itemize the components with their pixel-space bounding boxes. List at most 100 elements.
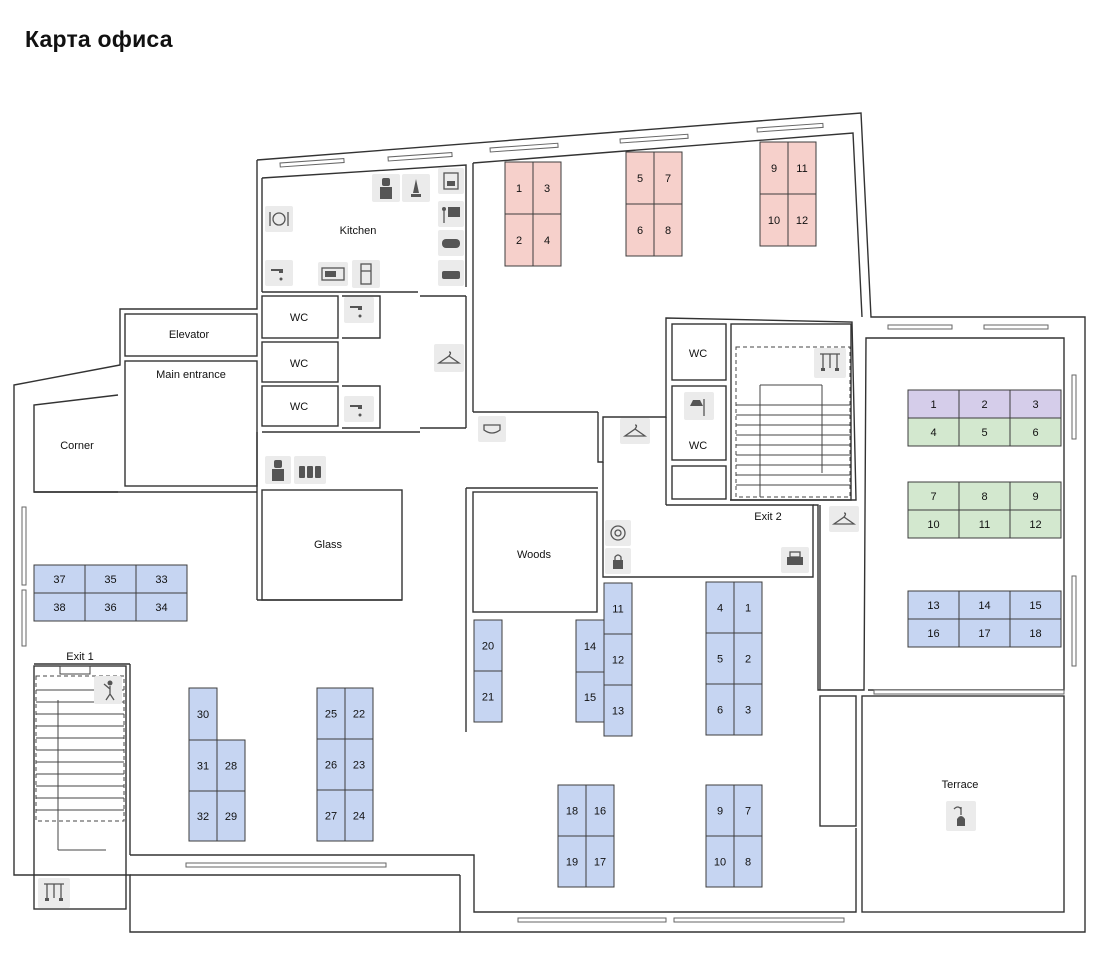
desk-surface[interactable] xyxy=(759,193,789,247)
desk[interactable]: 18 xyxy=(557,784,587,837)
desk-surface[interactable] xyxy=(603,684,633,737)
desk[interactable]: 16 xyxy=(585,784,615,837)
desk-surface[interactable] xyxy=(907,389,960,419)
desk[interactable]: 3 xyxy=(733,683,763,736)
desk[interactable]: 7 xyxy=(653,151,683,205)
desk[interactable]: 27 xyxy=(316,789,346,842)
desk[interactable]: 10 xyxy=(759,193,789,247)
desk-surface[interactable] xyxy=(216,790,246,842)
desk-surface[interactable] xyxy=(1009,481,1062,511)
desk[interactable]: 37 xyxy=(33,564,86,594)
desk[interactable]: 9 xyxy=(705,784,735,837)
desk[interactable]: 35 xyxy=(84,564,137,594)
desk-surface[interactable] xyxy=(733,581,763,634)
desk[interactable]: 12 xyxy=(603,633,633,686)
desk[interactable]: 1 xyxy=(733,581,763,634)
desk[interactable]: 9 xyxy=(759,141,789,195)
desk-surface[interactable] xyxy=(473,670,503,723)
desk-surface[interactable] xyxy=(532,161,562,215)
desk-surface[interactable] xyxy=(585,784,615,837)
desk[interactable]: 15 xyxy=(575,671,605,723)
desk-surface[interactable] xyxy=(188,687,218,741)
desk-surface[interactable] xyxy=(1009,618,1062,648)
desk-surface[interactable] xyxy=(473,619,503,672)
desk-surface[interactable] xyxy=(907,509,960,539)
desk[interactable]: 2 xyxy=(733,632,763,685)
desk[interactable]: 3 xyxy=(1009,389,1062,419)
desk-surface[interactable] xyxy=(787,193,817,247)
desk-surface[interactable] xyxy=(733,683,763,736)
desk[interactable]: 29 xyxy=(216,790,246,842)
desk[interactable]: 11 xyxy=(787,141,817,195)
desk-surface[interactable] xyxy=(759,141,789,195)
desk[interactable]: 17 xyxy=(585,835,615,888)
desk[interactable]: 2 xyxy=(958,389,1011,419)
desk[interactable]: 24 xyxy=(344,789,374,842)
desk[interactable]: 38 xyxy=(33,592,86,622)
desk-surface[interactable] xyxy=(705,835,735,888)
desk-surface[interactable] xyxy=(907,618,960,648)
desk[interactable]: 11 xyxy=(603,582,633,635)
desk[interactable]: 5 xyxy=(625,151,655,205)
desk[interactable]: 1 xyxy=(504,161,534,215)
desk-surface[interactable] xyxy=(84,592,137,622)
desk-surface[interactable] xyxy=(557,835,587,888)
desk[interactable]: 18 xyxy=(1009,618,1062,648)
desk-surface[interactable] xyxy=(733,784,763,837)
desk-surface[interactable] xyxy=(1009,389,1062,419)
desk-surface[interactable] xyxy=(344,789,374,842)
desk-surface[interactable] xyxy=(557,784,587,837)
desk[interactable]: 8 xyxy=(653,203,683,257)
desk-surface[interactable] xyxy=(188,790,218,842)
desk[interactable]: 12 xyxy=(1009,509,1062,539)
desk-surface[interactable] xyxy=(787,141,817,195)
desk-surface[interactable] xyxy=(316,738,346,791)
desk[interactable]: 36 xyxy=(84,592,137,622)
desk-surface[interactable] xyxy=(653,203,683,257)
desk[interactable]: 10 xyxy=(907,509,960,539)
desk-surface[interactable] xyxy=(907,481,960,511)
desk-surface[interactable] xyxy=(705,683,735,736)
desk[interactable]: 3 xyxy=(532,161,562,215)
desk-surface[interactable] xyxy=(188,739,218,792)
desk-surface[interactable] xyxy=(344,687,374,740)
desk[interactable]: 7 xyxy=(907,481,960,511)
desk-surface[interactable] xyxy=(733,835,763,888)
desk[interactable]: 17 xyxy=(958,618,1011,648)
desk-surface[interactable] xyxy=(958,509,1011,539)
desk[interactable]: 6 xyxy=(625,203,655,257)
desk-surface[interactable] xyxy=(625,203,655,257)
desk[interactable]: 33 xyxy=(135,564,188,594)
desk-surface[interactable] xyxy=(958,417,1011,447)
desk[interactable]: 34 xyxy=(135,592,188,622)
desk[interactable]: 30 xyxy=(188,687,218,741)
desk[interactable]: 1 xyxy=(907,389,960,419)
desk[interactable]: 20 xyxy=(473,619,503,672)
desk[interactable]: 12 xyxy=(787,193,817,247)
desk-surface[interactable] xyxy=(958,590,1011,620)
desk[interactable]: 26 xyxy=(316,738,346,791)
desk[interactable]: 10 xyxy=(705,835,735,888)
desk[interactable]: 7 xyxy=(733,784,763,837)
desk[interactable]: 6 xyxy=(705,683,735,736)
desk[interactable]: 14 xyxy=(958,590,1011,620)
desk[interactable]: 4 xyxy=(705,581,735,634)
desk[interactable]: 2 xyxy=(504,213,534,267)
desk[interactable]: 13 xyxy=(907,590,960,620)
desk[interactable]: 25 xyxy=(316,687,346,740)
desk[interactable]: 23 xyxy=(344,738,374,791)
desk[interactable]: 8 xyxy=(733,835,763,888)
desk-surface[interactable] xyxy=(504,213,534,267)
desk-surface[interactable] xyxy=(216,739,246,792)
desk-surface[interactable] xyxy=(344,738,374,791)
desk[interactable]: 32 xyxy=(188,790,218,842)
desk[interactable]: 5 xyxy=(958,417,1011,447)
desk[interactable]: 15 xyxy=(1009,590,1062,620)
desk[interactable]: 22 xyxy=(344,687,374,740)
desk[interactable]: 4 xyxy=(532,213,562,267)
desk-surface[interactable] xyxy=(575,671,605,723)
desk[interactable]: 5 xyxy=(705,632,735,685)
desk-surface[interactable] xyxy=(705,581,735,634)
desk[interactable]: 11 xyxy=(958,509,1011,539)
desk-surface[interactable] xyxy=(316,789,346,842)
